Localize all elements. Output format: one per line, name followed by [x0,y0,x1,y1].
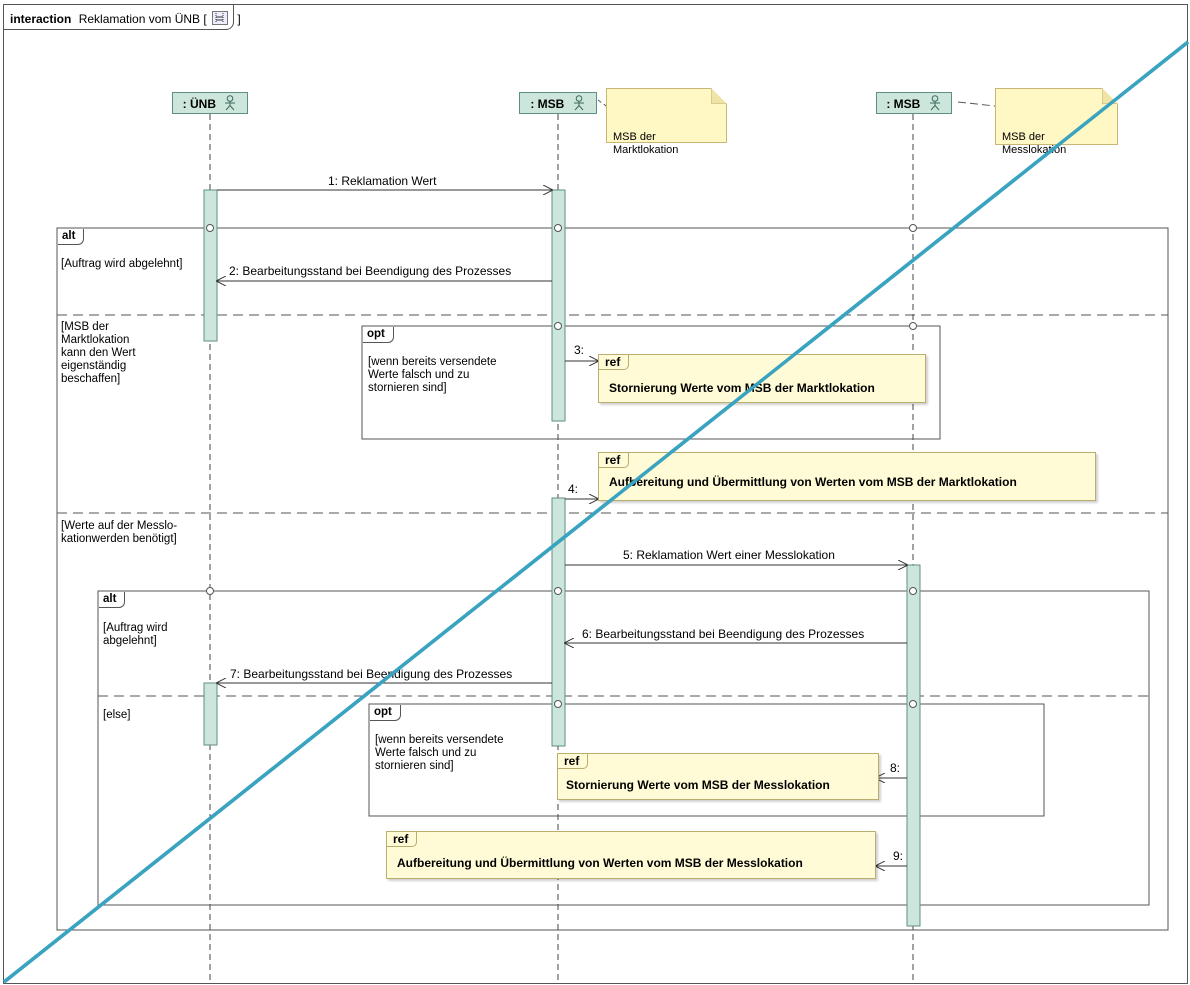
message-3-label[interactable]: 3: [574,343,585,357]
ref-tag: ref [387,832,418,847]
lifeline-label-msb-markt: : MSB [530,97,565,111]
gate-circle [206,224,214,232]
ref-label: Aufbereitung und Übermittlung von Werten… [397,856,803,870]
alt-outer-fragment [56,227,1169,931]
sequence-diagram-icon [212,11,229,25]
ref-stornierung-markt[interactable]: ref Stornierung Werte vom MSB der Marktl… [598,354,926,403]
interaction-frame-header: interaction Reklamation vom ÜNB [ ] [4,5,241,30]
frame-kind-label: interaction [10,12,72,26]
alt-inner-guard-1: [Auftrag wird abgelehnt] [103,622,168,647]
message-6-label[interactable]: 6: Bearbeitungsstand bei Beendigung des … [582,627,865,641]
message-7-label[interactable]: 7: Bearbeitungsstand bei Beendigung des … [230,667,513,681]
gate-circle [909,587,917,595]
actor-icon [929,95,940,111]
ref-stornierung-mess[interactable]: ref Stornierung Werte vom MSB der Messlo… [557,753,879,800]
lifeline-head-msb-markt[interactable]: : MSB [519,92,597,114]
gate-circle [554,224,562,232]
frame-title: Reklamation vom ÜNB [ [78,12,207,26]
message-1-label[interactable]: 1: Reklamation Wert [328,174,437,188]
note-anchor-mess [957,101,996,107]
note-fold-icon [711,88,727,104]
gate-circle [909,700,917,708]
ref-label: Aufbereitung und Übermittlung von Werten… [609,475,1017,489]
lifeline-label-unb: : ÜNB [182,97,216,111]
alt-outer-guard-3: [Werte auf der Messlo- kationwerden benö… [61,520,178,545]
note-text-mess: MSB der Messlokation [1002,131,1067,156]
message-2-label[interactable]: 2: Bearbeitungsstand bei Beendigung des … [229,264,512,278]
lifeline-head-msb-mess[interactable]: : MSB [876,92,952,114]
ref-tag: ref [599,355,630,370]
ref-label: Stornierung Werte vom MSB der Marktlokat… [609,381,875,395]
note-msb-marktlokation[interactable]: MSB der Marktlokation [606,88,727,156]
alt-inner-operator-tab: alt [99,592,126,608]
gate-circle [909,224,917,232]
message-9-label[interactable]: 9: [893,849,904,863]
message-5-label[interactable]: 5: Reklamation Wert einer Messlokation [623,548,835,562]
ref-aufbereitung-mess[interactable]: ref Aufbereitung und Übermittlung von We… [386,831,876,879]
alt-inner-guard-2: [else] [103,709,131,721]
alt-outer-guard-2: [MSB der Marktlokation kann den Wert eig… [61,321,136,385]
lifeline-label-msb-mess: : MSB [886,97,921,111]
opt-upper-operator-tab: opt [363,327,394,343]
activation-msb-markt-2 [551,497,566,747]
activation-unb-1 [203,189,218,342]
actor-icon [225,95,236,111]
note-msb-messlokation[interactable]: MSB der Messlokation [995,88,1118,156]
actor-icon [573,95,584,111]
frame-title-end: ] [237,12,241,26]
lifeline-head-unb[interactable]: : ÜNB [172,92,248,114]
note-text-markt: MSB der Marktlokation [613,131,679,156]
opt-lower-operator-tab: opt [370,705,401,721]
opt-lower-guard: [wenn bereits versendete Werte falsch un… [375,734,504,772]
alt-outer-operator-tab: alt [58,229,85,245]
message-8-label[interactable]: 8: [890,761,901,775]
alt-outer-guard-1: [Auftrag wird abgelehnt] [61,258,183,270]
gate-circle [554,322,562,330]
note-fold-icon [1102,88,1118,104]
activation-msb-mess-1 [906,564,921,927]
gate-circle [554,587,562,595]
ref-label: Stornierung Werte vom MSB der Messlokati… [566,778,830,792]
ref-tag: ref [599,453,630,468]
ref-tag: ref [558,754,589,769]
ref-aufbereitung-markt[interactable]: ref Aufbereitung und Übermittlung von We… [598,452,1096,501]
activation-unb-2 [203,682,218,746]
gate-circle [909,322,917,330]
opt-upper-guard: [wenn bereits versendete Werte falsch un… [368,356,497,394]
gate-circle [554,700,562,708]
message-4-label[interactable]: 4: [568,482,579,496]
gate-circle [206,587,214,595]
